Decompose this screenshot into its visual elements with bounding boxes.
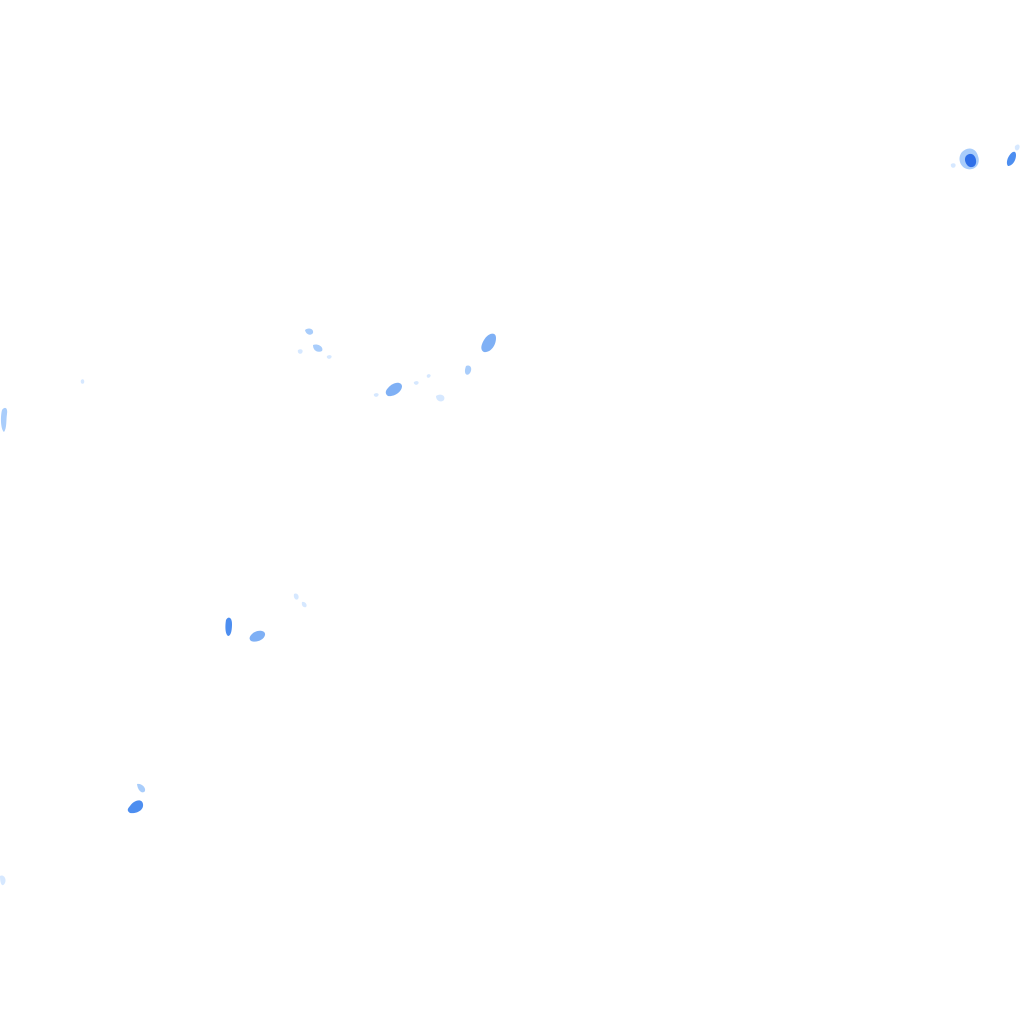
precip-cell-northeast <box>950 144 1020 170</box>
precip-blob <box>385 382 402 397</box>
precip-blob <box>293 593 299 600</box>
precip-blob <box>127 800 144 814</box>
precip-blob <box>301 601 307 608</box>
precip-blob <box>297 349 303 354</box>
precip-blob <box>426 374 431 378</box>
precip-blob <box>0 875 6 886</box>
precip-blob <box>225 617 232 636</box>
precip-cell-center-band <box>80 328 496 402</box>
precipitation-cells <box>0 144 1020 886</box>
precip-blob <box>1014 144 1020 151</box>
precip-blob <box>373 393 379 397</box>
precip-blob <box>464 365 472 375</box>
precip-blob <box>413 381 419 385</box>
precip-blob <box>481 333 496 353</box>
precip-blob <box>305 328 314 335</box>
precip-blob <box>137 783 146 793</box>
precip-cell-southwest <box>127 593 307 814</box>
precip-blob <box>0 407 8 432</box>
precip-blob <box>80 379 85 384</box>
precip-cell-west-edge <box>0 407 8 886</box>
precip-blob <box>964 153 977 168</box>
precip-blob <box>950 163 956 168</box>
precip-blob <box>326 355 332 359</box>
precip-blob <box>436 394 445 402</box>
precip-blob <box>1006 151 1016 166</box>
precip-blob <box>313 344 323 352</box>
precip-blob <box>249 630 266 642</box>
